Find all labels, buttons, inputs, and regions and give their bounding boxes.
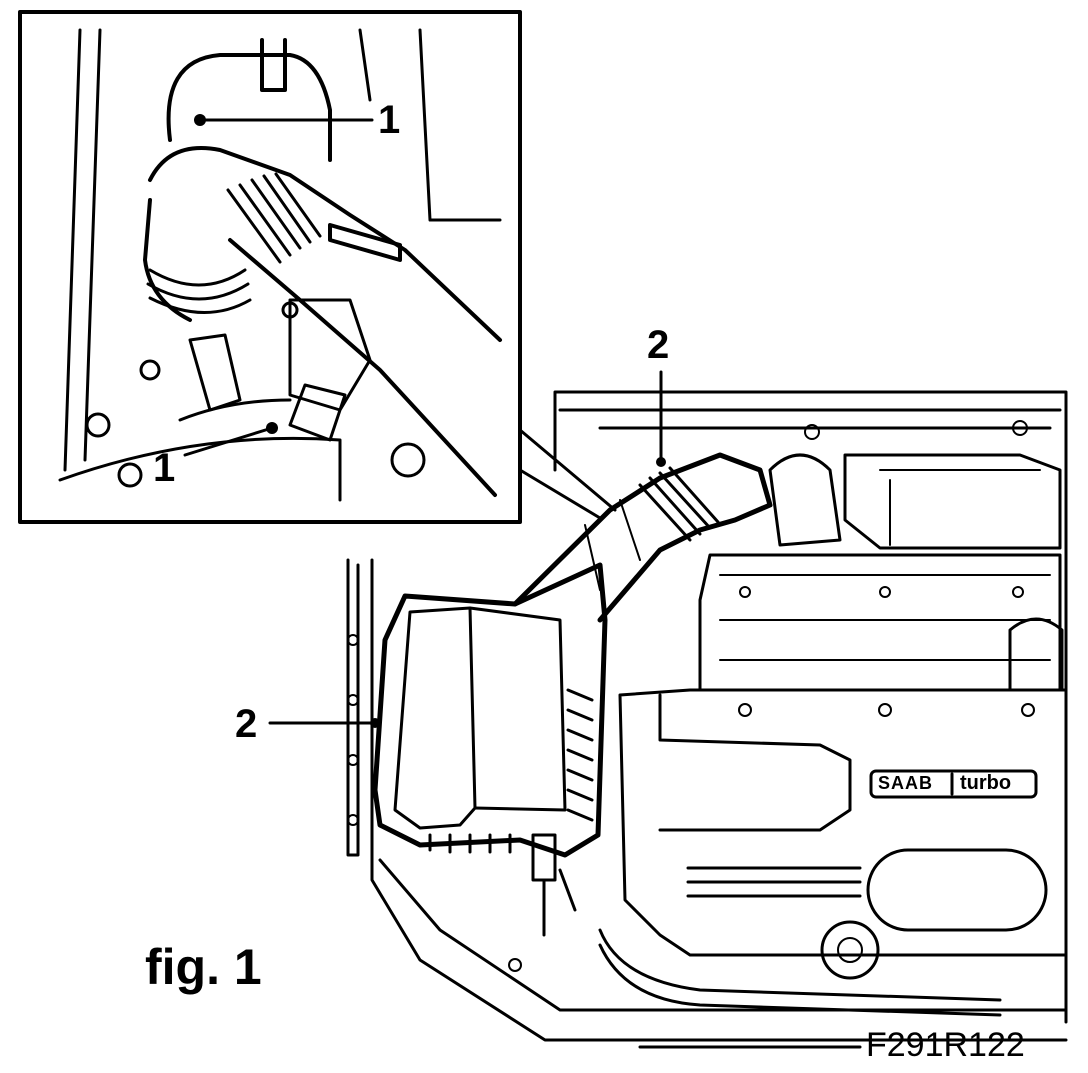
inset-sensor-pipe xyxy=(188,333,242,412)
bolt xyxy=(878,703,892,717)
filter-ribs xyxy=(428,688,594,854)
inset-clamp xyxy=(328,223,402,262)
ecu-box-detail xyxy=(879,469,1041,546)
inset-hose-lower xyxy=(228,238,497,497)
badge-frame xyxy=(869,769,1038,799)
bolt xyxy=(139,359,161,381)
engine-bay xyxy=(346,390,1068,1042)
engine-cover xyxy=(618,688,1068,957)
engine-cover-oval xyxy=(866,848,1048,932)
ecu-box xyxy=(843,453,1062,550)
bolt xyxy=(347,754,359,766)
callout-1-lower: 1 xyxy=(153,446,176,490)
intake-hose-inner xyxy=(584,499,641,591)
callout-leader xyxy=(183,426,274,457)
valve-cover-ridges xyxy=(719,574,1051,661)
inset-body-lines xyxy=(63,28,502,472)
bolt xyxy=(85,412,111,438)
engine-cover-top xyxy=(658,693,852,832)
sensor-connector xyxy=(531,833,557,882)
callout-dot xyxy=(370,718,380,728)
pulley xyxy=(820,920,880,980)
throttle-body xyxy=(768,453,842,547)
figure-label: fig. 1 xyxy=(145,939,262,995)
bolt xyxy=(804,424,820,440)
callout-2-upper: 2 xyxy=(647,323,670,367)
callout-2-left: 2 xyxy=(235,702,258,746)
inset-frame xyxy=(18,10,522,524)
drawing-code: F291R122 xyxy=(866,1026,1025,1064)
saab-turbo-badge xyxy=(869,769,1038,799)
bolt xyxy=(1021,703,1035,717)
inset-leader xyxy=(518,428,617,520)
callout-dot xyxy=(656,457,666,467)
bay-front-lip xyxy=(558,408,1062,430)
fender-left xyxy=(346,558,1068,1042)
lower-hose xyxy=(598,928,1002,1017)
bolt xyxy=(738,703,752,717)
bolt xyxy=(390,442,426,478)
badge-model-text: turbo xyxy=(960,772,1012,794)
bolt xyxy=(117,462,143,488)
intake-hose xyxy=(512,452,773,623)
callout-1-upper: 1 xyxy=(378,98,401,142)
sensor-wire xyxy=(542,868,577,937)
bolt xyxy=(347,694,359,706)
bolt xyxy=(879,586,891,598)
bay-outline xyxy=(553,390,1068,1024)
bolt xyxy=(281,301,299,319)
engine-cover-ribs xyxy=(686,866,862,898)
inset-base xyxy=(58,398,342,502)
bolt xyxy=(347,634,359,646)
intake-hose-ribs xyxy=(638,466,720,542)
bolt xyxy=(347,814,359,826)
inset-detail xyxy=(18,10,617,524)
bolt xyxy=(508,958,522,972)
bolt xyxy=(1012,420,1028,436)
oil-cap xyxy=(1008,617,1064,692)
inset-upper-pipe xyxy=(166,38,332,162)
air-filter-housing xyxy=(372,562,608,858)
badge-brand-text: SAAB xyxy=(878,773,934,793)
bolt xyxy=(1012,586,1024,598)
pulley xyxy=(837,937,863,963)
valve-cover xyxy=(698,553,1062,692)
air-filter-lid xyxy=(393,606,477,830)
inset-hose-ribs xyxy=(146,172,322,314)
air-filter-lid-side xyxy=(468,606,567,812)
bolt xyxy=(739,586,751,598)
inset-hose xyxy=(143,146,502,342)
